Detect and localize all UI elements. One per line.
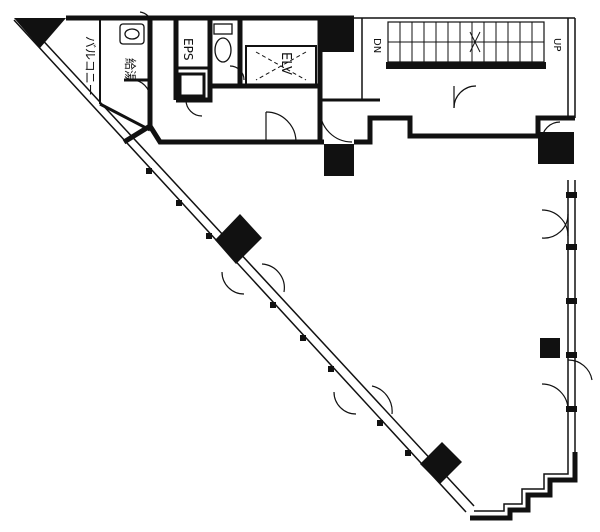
fixtures (119, 23, 233, 63)
column-top-left (14, 18, 66, 48)
toilet-icon (214, 37, 232, 63)
sink-icon (119, 23, 145, 45)
doors (131, 11, 593, 415)
elv-label: ELV (278, 52, 293, 75)
column-top-mid (320, 20, 354, 52)
kyuto-label: 給湯 (123, 58, 137, 82)
core-walls (66, 15, 576, 145)
column-diagonal-2 (420, 442, 462, 484)
column-diagonal-1 (215, 214, 262, 264)
toilet-tank-icon (213, 23, 233, 35)
column-center (324, 144, 354, 176)
columns (14, 18, 574, 484)
column-right-top (538, 132, 574, 164)
eps-label: EPS (181, 38, 195, 60)
stair-dn-label: DN (371, 38, 382, 53)
balcony-label: バルコニー (83, 36, 97, 96)
exterior-walls (13, 19, 578, 521)
stair (386, 21, 546, 69)
column-right-mid (540, 338, 560, 358)
stair-up-label: UP (551, 38, 562, 51)
window-mullions (146, 168, 577, 456)
